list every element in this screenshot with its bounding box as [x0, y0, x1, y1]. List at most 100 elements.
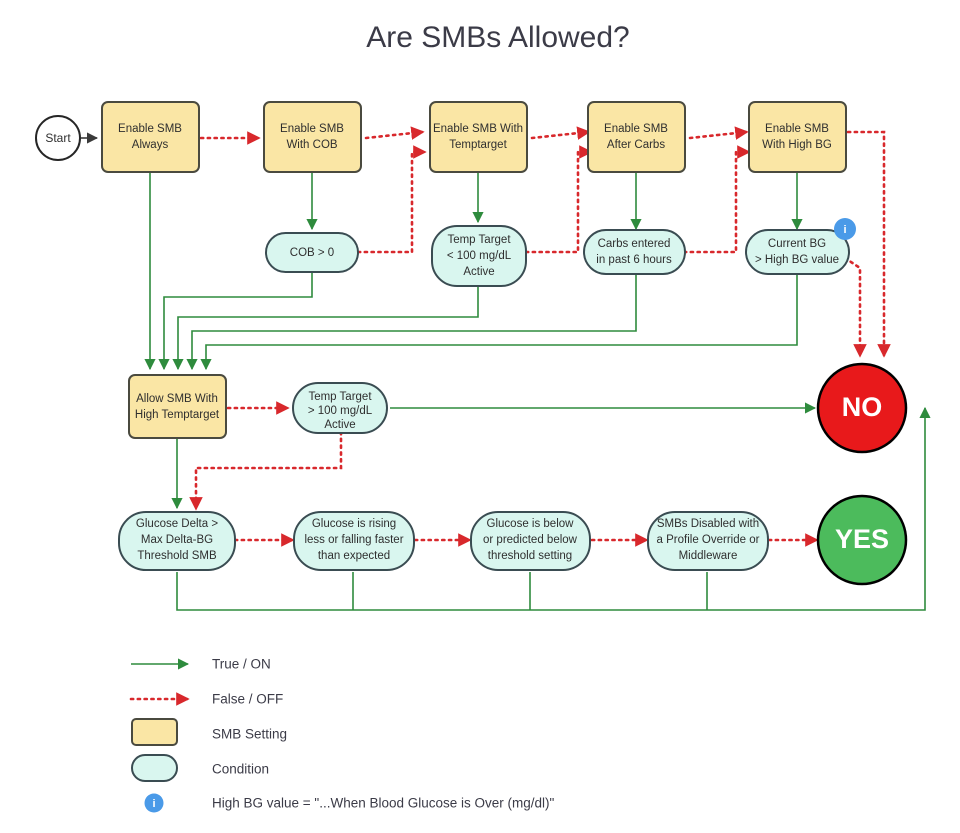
- legend-label-true-on: True / ON: [212, 657, 271, 672]
- temp-target-above-100-line-1: Temp Target: [308, 391, 372, 403]
- smbs-disabled-shape: [647, 511, 769, 571]
- info-icon-circle: [834, 218, 856, 240]
- enable-smb-with-temptarget-line-2: Temptarget: [449, 139, 507, 151]
- false-edges-group: [189, 126, 891, 547]
- legend: True / ON False / OFF SMB Setting Condit…: [129, 657, 555, 813]
- edge-carbs-cond-false-to-next: [682, 145, 751, 254]
- edge-glucose-delta-true-to-no: [176, 406, 931, 611]
- page-title: Are SMBs Allowed?: [366, 21, 629, 54]
- enable-smb-after-carbs-shape: [587, 101, 686, 173]
- info-icon[interactable]: i: [834, 218, 856, 240]
- smbs-disabled-line-3: Middleware: [679, 550, 738, 562]
- glucose-delta-line-3: Threshold SMB: [137, 550, 217, 562]
- current-bg-above-high-bg-shape: [745, 229, 850, 275]
- glucose-below-shape: [470, 511, 591, 571]
- enable-smb-with-temptarget-line-1: Enable SMB With: [433, 123, 523, 135]
- node-no[interactable]: NO: [816, 362, 908, 454]
- yes-label: YES: [835, 524, 889, 554]
- enable-smb-always-line-2: Always: [132, 139, 169, 151]
- node-enable-smb-after-carbs[interactable]: Enable SMB After Carbs: [587, 101, 686, 173]
- edge-cob-false-to-next-setting: [356, 145, 427, 254]
- enable-smb-with-cob-line-1: Enable SMB: [280, 123, 344, 135]
- node-current-bg-above-high-bg-value[interactable]: Current BG > High BG value: [745, 229, 850, 275]
- edge-temptarget-cond-false-to-next: [524, 145, 593, 254]
- legend-item-condition: Condition: [131, 754, 269, 782]
- start-label: Start: [45, 131, 71, 145]
- edge-cob-false-to-temptarget: [364, 126, 425, 140]
- temp-target-above-100-line-2: > 100 mg/dL: [308, 405, 373, 417]
- node-cob-greater-than-zero[interactable]: COB > 0: [265, 232, 359, 273]
- legend-label-high-bg-note: High BG value = "...When Blood Glucose i…: [212, 796, 555, 811]
- legend-item-false-off: False / OFF: [129, 692, 283, 707]
- current-bg-line-1: Current BG: [768, 238, 826, 250]
- smbs-disabled-line-1: SMBs Disabled with: [657, 518, 759, 530]
- glucose-rising-shape: [293, 511, 415, 571]
- glucose-below-line-1: Glucose is below: [487, 518, 575, 530]
- node-enable-smb-with-cob[interactable]: Enable SMB With COB: [263, 101, 362, 173]
- glucose-delta-shape: [118, 511, 236, 571]
- node-glucose-below-or-predicted-below[interactable]: Glucose is below or predicted below thre…: [470, 511, 591, 571]
- node-yes[interactable]: YES: [816, 494, 908, 586]
- legend-label-smb-setting: SMB Setting: [212, 727, 287, 742]
- node-carbs-entered-past-6-hours[interactable]: Carbs entered in past 6 hours: [583, 229, 686, 275]
- allow-smb-with-high-temptarget-line-2: High Temptarget: [135, 409, 220, 421]
- allow-smb-with-high-temptarget-shape: [128, 374, 227, 439]
- no-shape: [816, 362, 908, 454]
- edge-temptarget-true-to-allow: [172, 286, 479, 371]
- node-enable-smb-with-high-bg[interactable]: Enable SMB With High BG: [748, 101, 847, 173]
- legend-label-false-off: False / OFF: [212, 692, 283, 707]
- node-enable-smb-always[interactable]: Enable SMB Always: [101, 101, 200, 173]
- node-enable-smb-with-temptarget[interactable]: Enable SMB With Temptarget: [429, 101, 528, 173]
- enable-smb-after-carbs-line-1: Enable SMB: [604, 123, 668, 135]
- carbs-entered-past-6-hours-shape: [583, 229, 686, 275]
- enable-smb-after-carbs-line-2: After Carbs: [607, 139, 665, 151]
- edge-temptarget-high-false-to-glucose-delta: [189, 430, 343, 511]
- legend-item-smb-setting: SMB Setting: [131, 718, 287, 746]
- temp-target-above-100-line-3: Active: [324, 419, 355, 431]
- edge-temptarget-false-to-carbs: [530, 126, 591, 140]
- temp-target-below-100-line-3: Active: [463, 266, 494, 278]
- edge-cob-true-to-allow: [158, 272, 313, 371]
- smbs-disabled-line-2: a Profile Override or: [657, 534, 760, 546]
- node-glucose-rising-less-falling-faster[interactable]: Glucose is rising less or falling faster…: [293, 511, 415, 571]
- glucose-below-line-2: or predicted below: [483, 534, 578, 546]
- legend-label-condition: Condition: [212, 762, 269, 777]
- enable-smb-with-high-bg-shape: [748, 101, 847, 173]
- glucose-rising-line-2: less or falling faster: [304, 534, 403, 546]
- legend-pill-swatch-icon: [131, 754, 178, 782]
- enable-smb-always-shape: [101, 101, 200, 173]
- edge-highbg-setting-false-to-no: [846, 130, 891, 358]
- temp-target-below-100-line-1: Temp Target: [447, 234, 511, 246]
- carbs-entered-line-1: Carbs entered: [598, 238, 671, 250]
- glucose-delta-line-2: Max Delta-BG: [141, 534, 213, 546]
- edge-carbs-false-to-highbg: [688, 126, 749, 140]
- carbs-entered-line-2: in past 6 hours: [596, 254, 672, 266]
- edge-carbs-true-to-allow: [186, 272, 637, 371]
- node-allow-smb-with-high-temptarget[interactable]: Allow SMB With High Temptarget: [128, 374, 227, 439]
- node-glucose-delta-above-max-delta-bg[interactable]: Glucose Delta > Max Delta-BG Threshold S…: [118, 511, 236, 571]
- glucose-below-line-3: threshold setting: [488, 550, 572, 562]
- start-shape: [35, 115, 81, 161]
- info-icon-glyph: i: [843, 224, 846, 236]
- glucose-rising-line-3: than expected: [318, 550, 390, 562]
- enable-smb-always-line-1: Enable SMB: [118, 123, 182, 135]
- allow-smb-with-high-temptarget-line-1: Allow SMB With: [136, 393, 218, 405]
- legend-info-icon-glyph: i: [152, 798, 155, 810]
- node-start[interactable]: Start: [35, 115, 81, 161]
- node-temp-target-below-100-active[interactable]: Temp Target < 100 mg/dL Active: [431, 225, 527, 287]
- no-label: NO: [842, 392, 883, 422]
- enable-smb-with-temptarget-shape: [429, 101, 528, 173]
- node-temp-target-above-100-active[interactable]: Temp Target > 100 mg/dL Active: [292, 382, 388, 434]
- enable-smb-with-cob-line-2: With COB: [286, 139, 337, 151]
- cob-greater-than-zero-line-1: COB > 0: [290, 247, 334, 259]
- node-smbs-disabled-profile-override[interactable]: SMBs Disabled with a Profile Override or…: [647, 511, 769, 571]
- current-bg-line-2: > High BG value: [755, 254, 839, 266]
- legend-item-high-bg-note: i High BG value = "...When Blood Glucose…: [144, 793, 555, 813]
- yes-shape: [816, 494, 908, 586]
- temp-target-above-100-active-shape: [292, 382, 388, 434]
- glucose-delta-line-1: Glucose Delta >: [136, 518, 218, 530]
- edge-highbg-true-to-allow: [200, 272, 798, 371]
- enable-smb-with-high-bg-line-1: Enable SMB: [765, 123, 829, 135]
- enable-smb-with-high-bg-line-2: With High BG: [762, 139, 832, 151]
